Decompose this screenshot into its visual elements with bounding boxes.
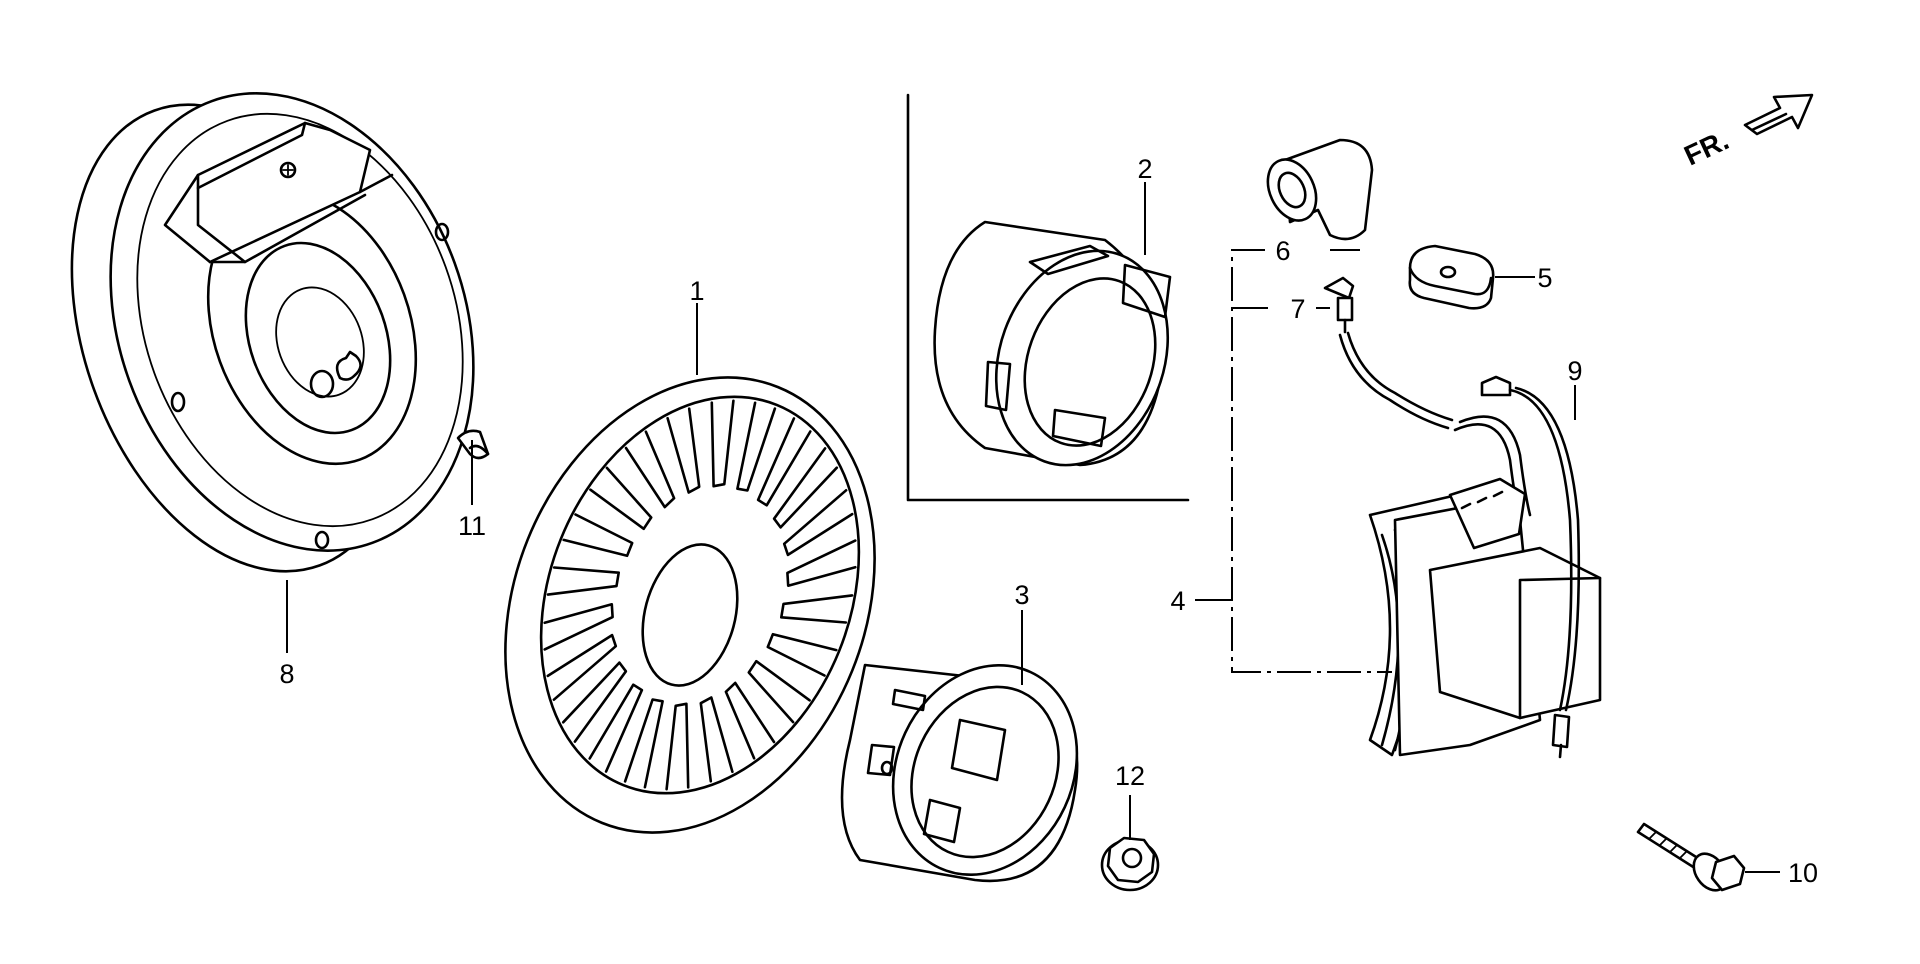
front-direction-arrow: FR. bbox=[1679, 93, 1814, 171]
spark-plug-cap bbox=[1266, 138, 1374, 241]
direction-label: FR. bbox=[1679, 124, 1733, 171]
callout-9: 9 bbox=[1567, 356, 1582, 386]
fan-blade bbox=[756, 417, 812, 507]
callout-4: 4 bbox=[1170, 586, 1185, 616]
terminal bbox=[1323, 276, 1355, 334]
pulley-cup bbox=[906, 93, 1190, 502]
callout-8: 8 bbox=[279, 659, 294, 689]
fan-blade bbox=[624, 430, 676, 509]
cooling-fan bbox=[504, 376, 876, 834]
callout-6: 6 bbox=[1275, 236, 1290, 266]
callout-12: 12 bbox=[1115, 761, 1145, 791]
flange-nut bbox=[1100, 836, 1160, 892]
callout-7: 7 bbox=[1290, 294, 1305, 324]
fan-blade bbox=[724, 681, 776, 760]
fan-blade bbox=[786, 539, 857, 587]
fan-blade bbox=[782, 489, 854, 557]
fan-blade bbox=[623, 698, 664, 789]
callout-labels: 1 2 3 4 5 6 7 8 9 10 11 12 bbox=[279, 154, 1818, 888]
flywheel bbox=[70, 92, 475, 573]
callout-3: 3 bbox=[1014, 580, 1029, 610]
fan-blade bbox=[699, 696, 734, 783]
fan-blade bbox=[561, 661, 628, 743]
starter-pulley bbox=[840, 663, 1079, 883]
fan-blade bbox=[543, 603, 614, 651]
fan-blade bbox=[710, 399, 735, 488]
grommet bbox=[1408, 244, 1495, 310]
callout-1: 1 bbox=[689, 276, 704, 306]
fan-blade bbox=[772, 447, 839, 529]
leader-lines bbox=[286, 182, 1780, 873]
fan-blade bbox=[588, 683, 644, 773]
fan-blade bbox=[666, 407, 701, 494]
fan-blade bbox=[562, 513, 634, 558]
fan-blade bbox=[546, 633, 618, 701]
fan-blade bbox=[766, 632, 838, 677]
flange-bolt bbox=[1636, 822, 1746, 892]
fan-blade bbox=[780, 594, 854, 624]
callout-11: 11 bbox=[458, 511, 486, 541]
callout-5: 5 bbox=[1537, 263, 1552, 293]
fan-blade bbox=[736, 401, 777, 492]
ignition-coil-assembly bbox=[1368, 477, 1602, 757]
callout-2: 2 bbox=[1137, 154, 1152, 184]
fan-blade bbox=[665, 702, 690, 791]
stop-wire bbox=[1480, 375, 1581, 759]
fan-blade bbox=[546, 566, 620, 596]
fan-blade bbox=[589, 466, 653, 531]
callout-10: 10 bbox=[1788, 858, 1818, 888]
fan-blade bbox=[747, 659, 811, 724]
